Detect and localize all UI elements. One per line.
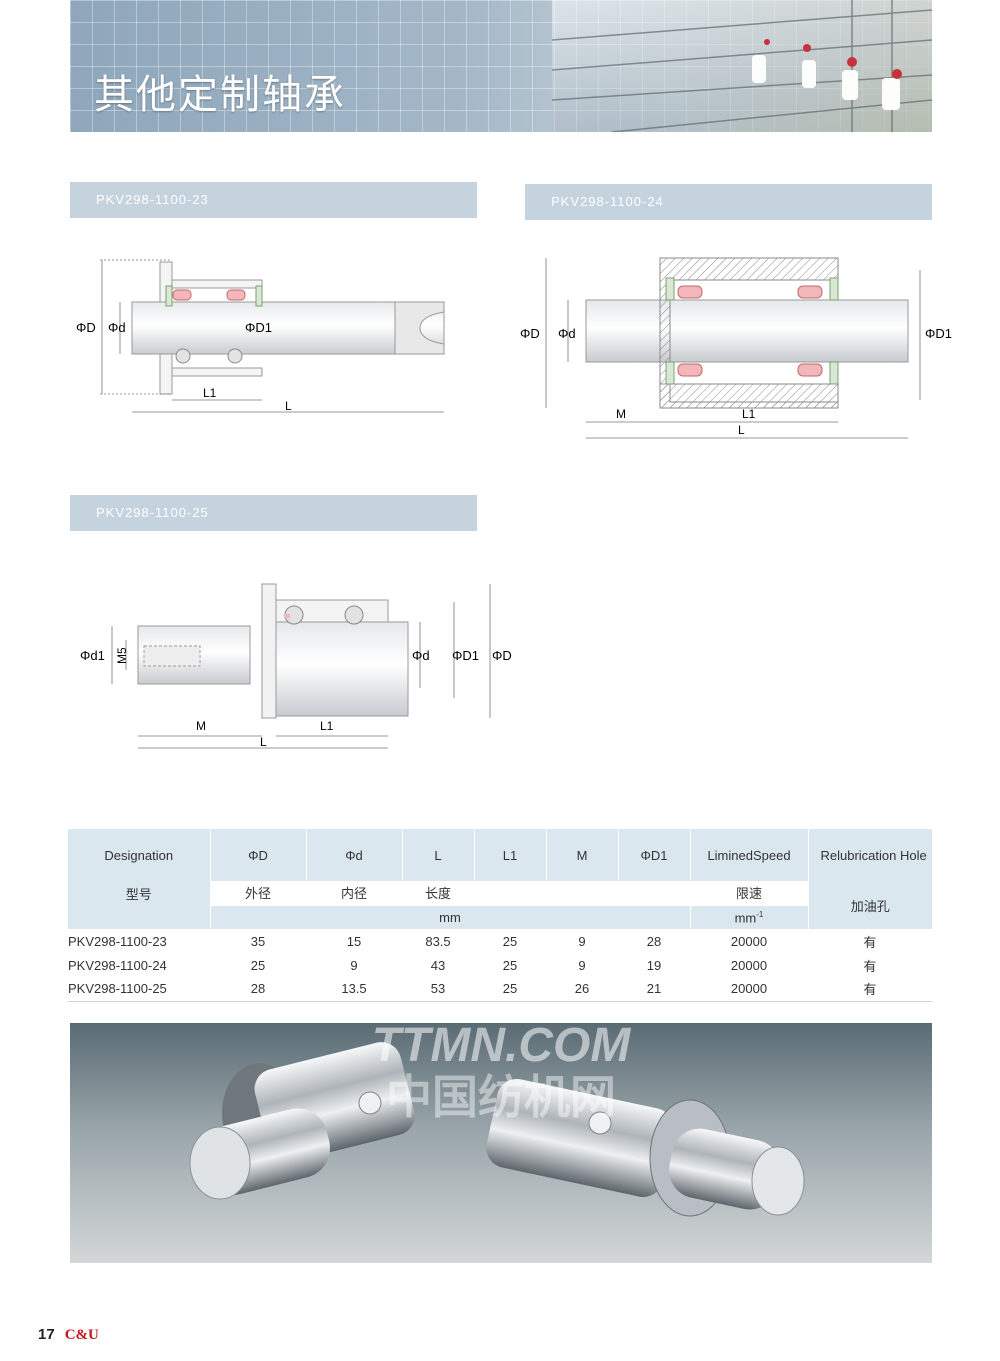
th-D-cn: 外径 bbox=[209, 881, 306, 905]
cell-M: 26 bbox=[574, 981, 590, 997]
table-row: PKV298-1100-25 28 13.5 53 25 26 21 20000… bbox=[68, 977, 932, 1001]
cell-d: 13.5 bbox=[341, 981, 367, 997]
page-title: 其他定制轴承 bbox=[94, 72, 346, 118]
dim-D-25: ΦD bbox=[492, 648, 512, 663]
table-header-en: Designation ΦD Φd L L1 M ΦD1 LiminedSpee… bbox=[68, 829, 932, 881]
th-designation: Designation bbox=[104, 847, 174, 863]
th-L: L bbox=[401, 829, 474, 881]
cell-designation: PKV298-1100-25 bbox=[68, 981, 167, 997]
cell-hole: 有 bbox=[863, 958, 877, 974]
watermark-text-cn: 中国纺机网 bbox=[386, 1071, 616, 1123]
th-L1: L1 bbox=[473, 829, 546, 881]
dim-D1-25: ΦD1 bbox=[452, 648, 479, 663]
dim-M5-25: M5 bbox=[115, 647, 129, 664]
cell-L1: 25 bbox=[502, 981, 518, 997]
cell-d: 15 bbox=[346, 933, 362, 949]
cell-speed: 20000 bbox=[730, 933, 768, 949]
table-row: PKV298-1100-24 25 9 43 25 9 19 20000 有 bbox=[68, 953, 932, 977]
cell-designation: PKV298-1100-23 bbox=[68, 933, 167, 949]
cell-D: 28 bbox=[250, 981, 266, 997]
drawing-pkv298-1100-25: Φd1 M5 Φd ΦD1 ΦD M L1 L bbox=[80, 583, 512, 749]
cell-hole: 有 bbox=[863, 934, 877, 950]
dim-d-25: Φd bbox=[412, 648, 430, 663]
dim-D-23: ΦD bbox=[76, 320, 96, 335]
cell-D1: 28 bbox=[646, 933, 662, 949]
cell-L: 43 bbox=[430, 957, 446, 973]
header-banner: 其他定制轴承 bbox=[70, 0, 932, 132]
watermark-text: TTMN.COM bbox=[372, 1023, 632, 1072]
th-d-cn: 内径 bbox=[305, 881, 402, 905]
dim-M-24: M bbox=[616, 407, 626, 421]
dim-L1-23: L1 bbox=[203, 386, 217, 400]
th-designation-cn: 型号 bbox=[125, 886, 152, 902]
th-unit-mm: mm bbox=[209, 904, 690, 929]
unit-speed-exponent: -1 bbox=[756, 909, 764, 919]
cell-L1: 25 bbox=[502, 957, 518, 973]
th-D1: ΦD1 bbox=[617, 829, 690, 881]
cell-speed: 20000 bbox=[730, 981, 768, 997]
cell-L: 83.5 bbox=[425, 933, 451, 949]
th-speed: LiminedSpeed bbox=[689, 829, 808, 881]
drawing-pkv298-1100-24: ΦD Φd ΦD1 M L1 L bbox=[520, 257, 952, 439]
page-footer: 17 C&U bbox=[38, 1326, 99, 1344]
dim-L1-25: L1 bbox=[320, 719, 334, 733]
cell-d: 9 bbox=[350, 957, 358, 973]
cell-speed: 20000 bbox=[730, 957, 768, 973]
th-L-cn: 长度 bbox=[401, 881, 474, 905]
cell-L: 53 bbox=[430, 981, 446, 997]
table-header-cn: 型号 外径 内径 长度 限速 加油孔 bbox=[68, 881, 932, 929]
bearing-left bbox=[189, 1042, 415, 1200]
dim-D-24: ΦD bbox=[520, 326, 540, 341]
table-header-units: mm mm-1 bbox=[68, 904, 932, 929]
cell-L1: 25 bbox=[502, 933, 518, 949]
dim-D1-23: ΦD1 bbox=[245, 320, 272, 335]
unit-speed-base: mm bbox=[734, 909, 757, 925]
machine-illustration bbox=[551, 0, 932, 132]
cell-M: 9 bbox=[578, 933, 586, 949]
model-label-23: PKV298-1100-23 bbox=[70, 182, 477, 218]
th-hole: Relubrication Hole bbox=[807, 829, 932, 881]
th-d: Φd bbox=[305, 829, 402, 881]
th-hole-cn: 加油孔 bbox=[807, 881, 932, 929]
dim-D1-24: ΦD1 bbox=[925, 326, 952, 341]
cell-M: 9 bbox=[578, 957, 586, 973]
cell-hole: 有 bbox=[863, 982, 877, 998]
dim-M-25: M bbox=[196, 719, 206, 733]
bearing-render: TTMN.COM 中国纺机网 bbox=[189, 1023, 805, 1217]
drawing-pkv298-1100-23: ΦD Φd ΦD1 L1 L bbox=[76, 259, 445, 413]
model-label-25: PKV298-1100-25 bbox=[70, 495, 477, 531]
cell-D: 25 bbox=[250, 957, 266, 973]
spec-table: Designation ΦD Φd L L1 M ΦD1 LiminedSpee… bbox=[68, 829, 932, 1002]
dim-d-24: Φd bbox=[558, 326, 576, 341]
dim-L-25: L bbox=[260, 735, 267, 749]
th-unit-speed: mm-1 bbox=[689, 904, 808, 929]
textile-machine-photo bbox=[551, 0, 932, 132]
th-speed-cn: 限速 bbox=[689, 881, 808, 905]
dim-d-23: Φd bbox=[108, 320, 126, 335]
page-number: 17 bbox=[38, 1326, 55, 1343]
th-D: ΦD bbox=[209, 829, 306, 881]
cell-D1: 21 bbox=[646, 981, 662, 997]
bearing-right bbox=[486, 1078, 805, 1217]
cell-D1: 19 bbox=[646, 957, 662, 973]
cell-D: 35 bbox=[250, 933, 266, 949]
dim-d1-25: Φd1 bbox=[80, 648, 105, 663]
product-photo: TTMN.COM 中国纺机网 bbox=[70, 1023, 932, 1263]
dim-L-23: L bbox=[285, 399, 292, 413]
table-row: PKV298-1100-23 35 15 83.5 25 9 28 20000 … bbox=[68, 929, 932, 953]
cell-designation: PKV298-1100-24 bbox=[68, 957, 167, 973]
th-M: M bbox=[545, 829, 618, 881]
dim-L-24: L bbox=[738, 423, 745, 437]
brand-logo: C&U bbox=[64, 1327, 99, 1343]
dim-L1-24: L1 bbox=[742, 407, 756, 421]
model-label-24: PKV298-1100-24 bbox=[525, 184, 932, 220]
